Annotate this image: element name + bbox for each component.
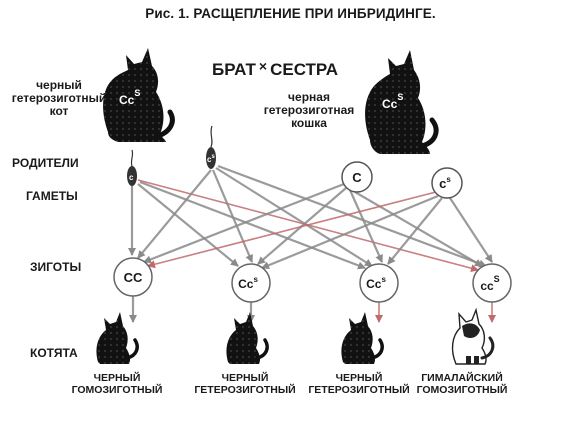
arrow-2 [137, 183, 239, 267]
arrow-13 [147, 191, 437, 269]
kitten-caption-line: ГИМАЛАЙСКИЙ [421, 372, 503, 384]
arrow-16 [449, 197, 493, 263]
zygote-4: ccS [472, 263, 512, 303]
brother-label: БРАТ [212, 60, 256, 79]
kitten-caption-line: ЧЕРНЫЙ [221, 372, 269, 384]
mother-genotype: CcS [382, 92, 403, 111]
father-cat-icon [103, 48, 175, 142]
zygote-2: Ccs [231, 263, 271, 303]
zygote-label: Ccs [366, 275, 386, 291]
kitten-caption-1: ЧЕРНЫЙ ГОМОЗИГОТНЫЙ [57, 372, 177, 396]
kitten-black-icon [341, 312, 384, 364]
father-caption-line: черный [36, 78, 82, 92]
kitten-caption-line: ЧЕРНЫЙ [93, 372, 141, 384]
kitten-black-icon [96, 312, 139, 364]
father-caption-line: кот [49, 104, 69, 118]
row-label-parents: РОДИТЕЛИ [12, 156, 79, 170]
arrow-15 [387, 197, 443, 265]
kitten-himalayan-icon [451, 307, 495, 365]
gamete-sperm-1: c [127, 149, 137, 186]
mother-caption-line: гетерозиготная [263, 103, 355, 117]
sister-label: СЕСТРА [270, 60, 339, 79]
kitten-caption-line: ГОМОЗИГОТНЫЙ [416, 384, 508, 396]
zygote-label: Ccs [238, 275, 258, 291]
gamete-sperm-2: cs [206, 125, 216, 169]
kitten-caption-4: ГИМАЛАЙСКИЙ ГОМОЗИГОТНЫЙ [402, 372, 522, 396]
zygote-1: CC [113, 257, 153, 297]
arrow-14 [261, 194, 439, 270]
kitten-caption-line: ГЕТЕРОЗИГОТНЫЙ [308, 384, 410, 396]
kitten-caption-line: ГОМОЗИГОТНЫЙ [71, 384, 163, 396]
kitten-caption-2: ЧЕРНЫЙ ГЕТЕРОЗИГОТНЫЙ [185, 372, 305, 396]
kitten-caption-line: ГЕТЕРОЗИГОТНЫЙ [194, 384, 296, 396]
row-label-gametes: ГАМЕТЫ [26, 189, 78, 203]
gamete-egg-1: C [341, 161, 373, 193]
kitten-black-icon [226, 312, 269, 364]
kitten-caption-line: ЧЕРНЫЙ [335, 372, 383, 384]
arrow-8 [217, 164, 487, 268]
arrow-3 [139, 180, 366, 270]
mother-caption: черная гетерозиготная кошка [244, 91, 374, 130]
zygote-label: ccS [480, 274, 499, 293]
gamete-label: c [129, 173, 134, 182]
gamete-label: cs [207, 154, 215, 164]
father-genotype: CcS [119, 88, 140, 107]
cross-sign: × [258, 58, 268, 74]
mother-cat-icon [365, 50, 439, 154]
row-label-kittens: КОТЯТА [30, 346, 78, 360]
kitten-caption-3: ЧЕРНЫЙ ГЕТЕРОЗИГОТНЫЙ [299, 372, 419, 396]
arrow-6 [211, 169, 254, 263]
zygote-3: Ccs [359, 263, 399, 303]
arrow-12 [354, 191, 483, 267]
arrow-7 [215, 167, 373, 267]
mother-caption-line: черная [288, 90, 330, 104]
gamete-label: C [352, 170, 362, 185]
mother-caption-line: кошка [291, 116, 327, 130]
figure-title: Рис. 1. РАСЩЕПЛЕНИЕ ПРИ ИНБРИДИНГЕ. [145, 6, 436, 21]
zygote-label: CC [124, 270, 143, 285]
father-caption-line: гетерозиготный [11, 91, 107, 105]
gamete-arrows [128, 164, 496, 323]
gamete-label: cs [439, 175, 451, 191]
row-label-zygotes: ЗИГОТЫ [30, 260, 82, 274]
arrow-9 [143, 182, 345, 264]
gamete-egg-2: cs [431, 167, 463, 199]
cross-label: БРАТ×СЕСТРА [212, 58, 338, 80]
father-caption: черный гетерозиготный кот [4, 79, 114, 118]
arrow-5 [137, 169, 212, 259]
